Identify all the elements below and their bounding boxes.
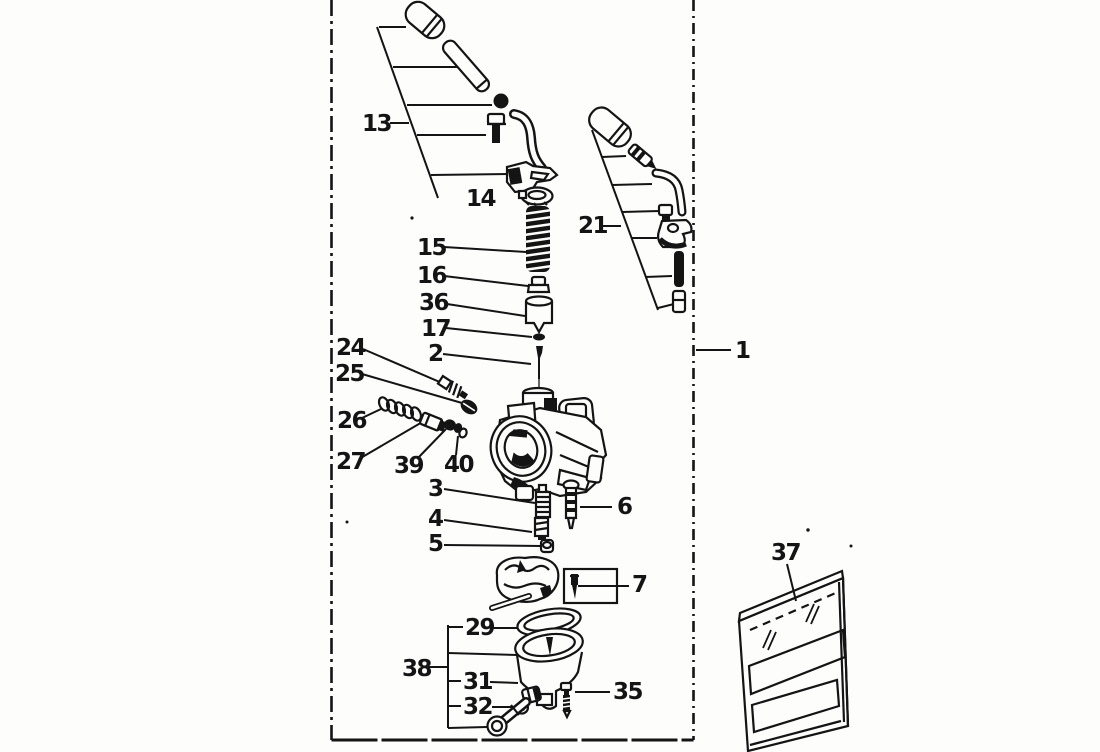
elbow-holder-drawing — [657, 218, 693, 249]
callout-27: 27 — [336, 449, 366, 475]
callout-4: 4 — [428, 506, 443, 532]
callout-7: 7 — [632, 572, 647, 598]
print-speck — [806, 528, 810, 532]
callout-29: 29 — [465, 615, 495, 641]
callout-5: 5 — [428, 531, 443, 557]
air-screw-drawing — [436, 374, 469, 400]
choke-cylinder-drawing — [671, 289, 687, 314]
breather-tube-drawing — [651, 168, 687, 217]
bag-hatch-marks — [762, 603, 820, 651]
carburetor-body-drawing — [489, 386, 608, 502]
top-screw-drawing — [486, 112, 506, 143]
stop-screw-spring-drawing — [377, 396, 423, 422]
cable-cap-drawing — [404, 0, 446, 40]
choke-plunger-drawing — [627, 143, 657, 169]
oring-40-drawing — [453, 423, 468, 439]
spring-seat-drawing — [526, 275, 551, 294]
throttle-slide-drawing — [524, 295, 554, 335]
callout-25: 25 — [335, 361, 365, 387]
callout-3: 3 — [428, 476, 443, 502]
bowl-screw-drawing — [559, 681, 610, 720]
jet-cap-drawing — [539, 538, 555, 554]
jet-leaders — [443, 488, 612, 547]
side-screw-leaders — [358, 348, 463, 460]
cable-tube-drawing — [441, 39, 491, 93]
float-needle-valve-drawing — [570, 574, 579, 599]
cable-bracket-drawing — [505, 160, 559, 194]
callout-13: 13 — [362, 111, 392, 137]
locknut-ring-drawing — [517, 186, 554, 207]
throttle-spring-drawing — [523, 206, 553, 272]
mid-leaders — [442, 246, 533, 365]
print-speck — [849, 544, 853, 548]
drain-bolt-drawing — [486, 697, 531, 737]
needle-clip-drawing — [533, 333, 545, 341]
callout-39: 39 — [394, 453, 424, 479]
callout-32: 32 — [463, 694, 492, 720]
print-speck — [345, 520, 349, 524]
needle-jet-drawing — [533, 516, 550, 540]
group-13-leader-fan — [376, 26, 514, 199]
callout-24: 24 — [336, 335, 366, 361]
callout-15: 15 — [417, 235, 447, 261]
callout-40: 40 — [444, 452, 474, 478]
callout-2: 2 — [428, 341, 443, 367]
callout-6: 6 — [617, 494, 632, 520]
choke-cap-drawing — [588, 106, 632, 148]
pilot-screw-head-drawing — [460, 399, 478, 415]
choke-spring-drawing — [674, 251, 684, 287]
callout-14: 14 — [466, 186, 496, 212]
callout-37: 37 — [771, 540, 801, 566]
ball-drawing — [493, 93, 509, 109]
group-38-bracket — [428, 625, 519, 729]
washer-39-drawing — [444, 419, 456, 431]
group-21-leader-fan — [591, 129, 675, 311]
callout-35: 35 — [613, 679, 643, 705]
cable-elbow-tube-drawing — [509, 109, 547, 173]
callout-17: 17 — [421, 316, 451, 342]
main-jet-drawing — [534, 483, 552, 519]
callout-31: 31 — [463, 669, 493, 695]
starter-jet-drawing — [562, 479, 580, 530]
float-assembly-drawing — [489, 556, 629, 611]
throttle-stop-screw-drawing — [419, 411, 447, 432]
callout-1: 1 — [735, 338, 750, 364]
callout-38: 38 — [402, 656, 432, 682]
callout-26: 26 — [337, 408, 367, 434]
callout-16: 16 — [417, 263, 447, 289]
callout-36: 36 — [419, 290, 449, 316]
gasket-kit-bag-drawing — [737, 563, 850, 752]
callout-21: 21 — [578, 213, 608, 239]
print-speck — [410, 216, 414, 220]
